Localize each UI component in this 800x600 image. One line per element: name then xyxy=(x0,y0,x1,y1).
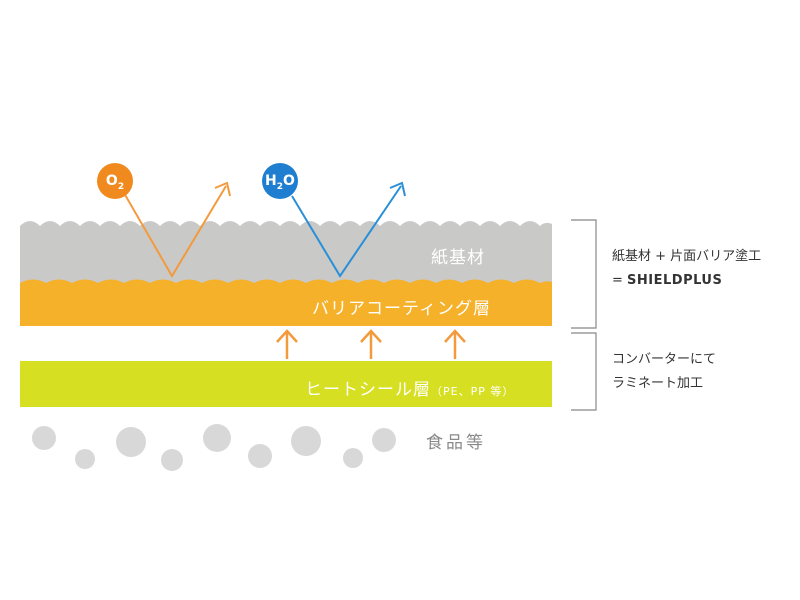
equals-sign: = xyxy=(612,273,628,288)
food-particle xyxy=(248,444,272,468)
lamination-arrow xyxy=(444,329,466,359)
food-particle xyxy=(203,424,231,452)
water-arrow-head xyxy=(389,181,406,197)
food-particle xyxy=(372,428,396,452)
food-particle xyxy=(116,427,146,457)
heat-seal-layer xyxy=(20,361,552,407)
heat-seal-main-label: ヒートシール層 xyxy=(305,380,431,400)
annotation-top-line1: 紙基材 + 片面バリア塗工 xyxy=(612,249,762,264)
water-molecule-icon: H2O xyxy=(262,163,298,199)
water-symbol-o: O xyxy=(283,173,295,189)
oxygen-molecule-icon: O2 xyxy=(97,163,133,199)
oxygen-subscript: 2 xyxy=(117,182,125,192)
bracket-bottom xyxy=(571,332,597,411)
lamination-arrow xyxy=(276,329,298,359)
water-symbol-h: H xyxy=(265,173,277,189)
food-particle xyxy=(161,449,183,471)
food-particle xyxy=(75,449,95,469)
oxygen-symbol: O xyxy=(105,173,118,189)
barrier-layer-label: バリアコーティング層 xyxy=(312,299,491,319)
paper-layer xyxy=(20,221,552,290)
heat-seal-note: （PE、PP 等） xyxy=(431,385,515,398)
bracket-top xyxy=(571,219,597,329)
oxygen-arrow-head xyxy=(214,181,231,197)
food-particle xyxy=(343,448,363,468)
water-path-arrow xyxy=(291,185,402,278)
food-label: 食品等 xyxy=(426,433,486,453)
oxygen-path-arrow xyxy=(123,185,227,278)
food-particle xyxy=(291,426,321,456)
brand-name: SHIELDPLUS xyxy=(627,273,723,288)
annotation-top-line2: = SHIELDPLUS xyxy=(612,269,761,293)
annotation-bottom: コンバーターにて ラミネート加工 xyxy=(612,348,716,396)
food-particle xyxy=(32,426,56,450)
water-subscript: 2 xyxy=(276,182,284,192)
lamination-arrow xyxy=(360,329,382,359)
annotation-bottom-line2: ラミネート加工 xyxy=(612,376,704,391)
annotation-bottom-line1: コンバーターにて xyxy=(612,352,717,367)
annotation-top: 紙基材 + 片面バリア塗工 = SHIELDPLUS xyxy=(612,245,761,293)
paper-layer-label: 紙基材 xyxy=(431,248,485,268)
heat-seal-layer-label: ヒートシール層（PE、PP 等） xyxy=(305,375,514,400)
barrier-coating-layer xyxy=(20,279,552,326)
